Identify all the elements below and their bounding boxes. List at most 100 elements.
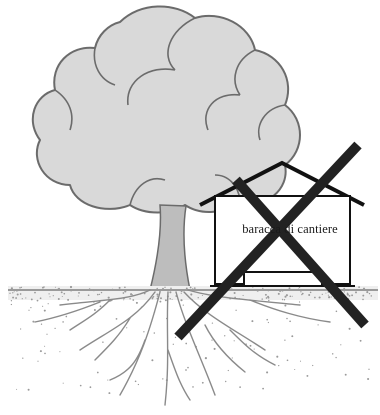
soil-dot [287, 359, 289, 361]
soil-dot [97, 294, 99, 296]
soil-dot [262, 288, 263, 289]
soil-dot [20, 328, 21, 329]
soil-dot [124, 290, 126, 292]
soil-dot [298, 289, 300, 291]
soil-dot [34, 292, 36, 294]
soil-dot [262, 388, 264, 390]
soil-dot [157, 296, 158, 297]
soil-dot [366, 291, 368, 293]
soil-dot [12, 297, 14, 299]
soil-dot [312, 365, 313, 366]
soil-dot [25, 297, 26, 298]
soil-dot [28, 310, 29, 311]
soil-dot [225, 381, 226, 382]
soil-dot [67, 299, 69, 301]
tree-trunk [150, 205, 190, 290]
soil-dot [30, 307, 31, 308]
hut-base-slab [244, 272, 322, 286]
soil-dot [187, 367, 189, 369]
soil-dot [19, 287, 21, 289]
soil-dot [101, 292, 102, 293]
soil-dot [90, 386, 92, 388]
soil-texture [9, 286, 372, 394]
soil-dot [181, 293, 182, 294]
soil-dot [123, 299, 124, 300]
soil-dot [89, 288, 91, 290]
soil-dot [95, 290, 96, 291]
soil-dot [190, 286, 192, 288]
soil-dot [284, 299, 285, 300]
soil-dot [136, 302, 138, 304]
soil-dot [336, 311, 338, 313]
soil-dot [135, 380, 137, 382]
soil-dot [301, 294, 302, 295]
soil-dot [192, 288, 193, 289]
soil-dot [243, 295, 244, 296]
soil-dot [268, 297, 270, 299]
soil-dot [14, 291, 15, 292]
soil-dot [12, 292, 13, 293]
soil-dot [331, 296, 332, 297]
soil-dot [340, 344, 341, 345]
soil-dot [132, 299, 134, 301]
soil-dot [160, 297, 162, 299]
soil-dot [61, 291, 63, 293]
soil-dot [343, 288, 345, 290]
soil-dot [99, 294, 100, 295]
soil-dot [185, 343, 187, 345]
soil-dot [43, 286, 45, 288]
soil-dot [129, 298, 131, 300]
soil-dot [22, 298, 23, 299]
soil-dot [289, 320, 291, 322]
soil-dot [282, 290, 284, 292]
soil-dot [224, 335, 225, 336]
soil-dot [265, 294, 267, 296]
soil-dot [9, 293, 10, 294]
soil-dot [286, 318, 288, 320]
soil-dot [369, 293, 370, 294]
soil-dot [28, 389, 30, 391]
soil-dot [368, 369, 369, 370]
soil-dot [164, 287, 165, 288]
soil-dot [284, 305, 286, 307]
soil-dot [37, 361, 38, 362]
soil-dot [59, 351, 60, 352]
soil-dot [108, 392, 110, 394]
soil-dot [123, 292, 125, 294]
soil-dot [268, 322, 269, 323]
soil-dot [358, 286, 360, 288]
soil-dot [172, 299, 173, 300]
soil-dot [11, 304, 12, 305]
soil-dot [185, 369, 187, 371]
soil-dot [251, 320, 253, 322]
soil-dot [349, 289, 350, 290]
soil-dot [268, 290, 269, 291]
soil-dot [325, 293, 326, 294]
soil-dot [170, 288, 172, 290]
soil-dot [289, 287, 291, 289]
soil-dot [349, 295, 351, 297]
soil-dot [328, 296, 330, 298]
soil-dot [88, 294, 90, 296]
soil-dot [198, 297, 199, 298]
soil-dot [228, 370, 229, 371]
soil-dot [349, 328, 351, 330]
soil-dot [248, 289, 250, 291]
soil-dot [44, 346, 45, 347]
soil-dot [299, 301, 300, 302]
soil-dot [42, 306, 43, 307]
soil-dot [53, 290, 54, 291]
soil-dot [78, 295, 79, 296]
soil-dot [44, 310, 46, 312]
soil-dot [300, 291, 301, 292]
soil-dot [282, 299, 283, 300]
soil-dot [239, 386, 241, 388]
soil-dot [180, 299, 182, 301]
soil-dot [17, 293, 19, 295]
soil-dot [211, 339, 212, 340]
soil-dot [335, 357, 336, 358]
soil-dot [106, 290, 107, 291]
soil-dot [202, 382, 204, 384]
soil-dot [151, 359, 153, 361]
